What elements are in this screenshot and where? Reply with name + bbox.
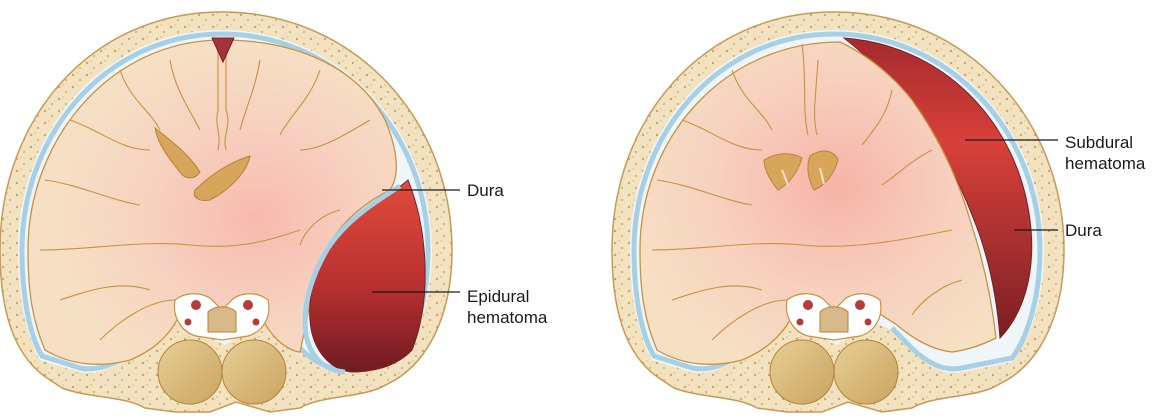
- skull-right: [612, 12, 1064, 412]
- label-subdural-hematoma: Subdural hematoma: [1065, 132, 1145, 174]
- skull-left: [0, 12, 452, 412]
- label-epidural-hematoma: Epidural hematoma: [467, 286, 547, 328]
- label-dura-left: Dura: [467, 180, 504, 201]
- label-dura-right: Dura: [1065, 220, 1102, 241]
